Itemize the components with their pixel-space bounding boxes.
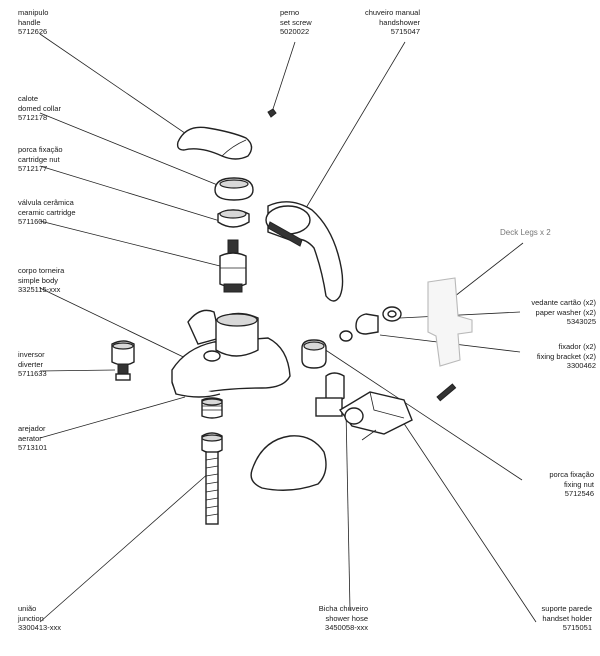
label-handset-holder-code: 5715051 [562, 623, 592, 632]
label-fixing-nut-pt: porca fixação [549, 470, 594, 479]
label-paper-washer: vedante cartão (x2) paper washer (x2) 53… [531, 298, 596, 327]
leader-paper-washer [399, 311, 521, 319]
leader-junction [39, 471, 211, 623]
leader-fixing-nut [317, 344, 523, 481]
label-fixing-bracket: fixador (x2) fixing bracket (x2) 3300462 [537, 342, 596, 371]
label-domed-collar: calote domed collar 5712178 [18, 94, 61, 123]
label-domed-collar-pt: calote [18, 94, 39, 103]
label-fixing-nut: porca fixação fixing nut 5712546 [549, 470, 594, 499]
label-handshower-code: 5715047 [390, 27, 420, 36]
label-handset-holder-pt: suporte parede [541, 604, 592, 613]
fixing-nut-part [301, 339, 327, 369]
leader-shower-hose [345, 409, 351, 611]
label-cartridge-nut-en: cartridge nut [18, 154, 60, 164]
label-handle-en: handle [18, 17, 41, 27]
label-junction: união junction 3300413-xxx [18, 604, 61, 633]
label-shower-hose-en: shower hose [325, 613, 368, 623]
label-simple-body: corpo torneira simple body 3325115-xxx [18, 266, 64, 295]
label-diverter: inversor diverter 5711633 [18, 350, 47, 379]
leader-handset-holder [394, 409, 537, 623]
handshower-part [265, 201, 344, 302]
cartridge-nut-part [217, 209, 250, 228]
leader-deck-legs [449, 242, 524, 301]
paper-washer-part [382, 306, 402, 322]
label-shower-hose-code: 3450058-xxx [325, 623, 368, 632]
handle-part [176, 126, 253, 160]
label-handset-holder-en: handset holder [542, 613, 592, 623]
junction-part [201, 432, 223, 525]
leader-handshower [299, 41, 406, 219]
label-cartridge-nut-pt: porca fixação [18, 145, 63, 154]
label-handle-pt: manipulo [18, 8, 49, 17]
label-shower-hose-pt: Bicha chuveiro [318, 604, 368, 613]
label-set-screw-code: 5020022 [280, 27, 310, 36]
label-ceramic-cartridge-pt: válvula cerâmica [18, 198, 74, 207]
label-fixing-nut-code: 5712546 [564, 489, 594, 498]
label-fixing-bracket-code: 3300462 [566, 361, 596, 370]
label-aerator-code: 5713101 [18, 443, 48, 452]
label-cartridge-nut: porca fixação cartridge nut 5712177 [18, 145, 63, 174]
diverter-part [111, 340, 135, 381]
label-domed-collar-en: domed collar [18, 103, 61, 113]
label-fixing-bracket-pt: fixador (x2) [558, 342, 596, 351]
label-ceramic-cartridge-code: 5711600 [18, 217, 47, 226]
label-paper-washer-en: paper washer (x2) [535, 307, 596, 317]
handset-holder-part [338, 383, 457, 441]
leader-aerator [39, 396, 186, 439]
shower-hose-part [315, 372, 345, 417]
aerator-part [201, 397, 223, 419]
label-junction-pt: união [18, 604, 37, 613]
label-ceramic-cartridge-en: ceramic cartridge [18, 207, 76, 217]
leader-cartridge-nut [39, 165, 221, 222]
label-junction-code: 3300413-xxx [18, 623, 61, 632]
fixing-bracket-part [339, 313, 379, 342]
label-diverter-code: 5711633 [18, 369, 47, 378]
label-handset-holder: suporte parede handset holder 5715051 [542, 604, 592, 633]
label-fixing-nut-en: fixing nut [563, 479, 594, 489]
ceramic-cartridge-part [219, 239, 247, 293]
label-handshower-pt: chuveiro manual [364, 8, 420, 17]
set-screw-part [267, 108, 277, 118]
label-cartridge-nut-code: 5712177 [18, 164, 48, 173]
label-fixing-bracket-en: fixing bracket (x2) [536, 351, 596, 361]
label-domed-collar-code: 5712178 [18, 113, 48, 122]
label-handle-code: 5712626 [18, 27, 48, 36]
leader-domed-collar [39, 112, 226, 189]
deck-legs-part [427, 277, 473, 367]
leader-diverter [39, 369, 116, 372]
label-set-screw: perno set screw 5020022 [280, 8, 312, 37]
label-deck-legs: Deck Legs x 2 [500, 228, 551, 237]
leader-set-screw [271, 41, 296, 113]
label-diverter-en: diverter [18, 359, 44, 369]
label-set-screw-pt: perno [280, 8, 300, 17]
label-paper-washer-code: 5343025 [566, 317, 596, 326]
label-simple-body-code: 3325115-xxx [18, 285, 61, 294]
label-shower-hose: Bicha chuveiro shower hose 3450058-xxx [319, 604, 368, 633]
label-simple-body-pt: corpo torneira [18, 266, 65, 275]
label-aerator: arejador aerator 5713101 [18, 424, 47, 453]
label-aerator-pt: arejador [18, 424, 46, 433]
label-handshower: chuveiro manual handshower 5715047 [365, 8, 420, 37]
leader-ceramic-cartridge [39, 220, 221, 267]
leader-handle [39, 33, 196, 141]
label-handshower-en: handshower [379, 17, 420, 27]
label-paper-washer-pt: vedante cartão (x2) [531, 298, 596, 307]
label-junction-en: junction [18, 613, 44, 623]
leader-simple-body [39, 287, 201, 366]
label-diverter-pt: inversor [18, 350, 45, 359]
label-ceramic-cartridge: válvula cerâmica ceramic cartridge 57116… [18, 198, 76, 227]
label-set-screw-en: set screw [280, 17, 312, 27]
deck-cover-part [250, 435, 327, 491]
label-handle: manipulo handle 5712626 [18, 8, 48, 37]
domed-collar-part [214, 177, 254, 201]
label-aerator-en: aerator [18, 433, 42, 443]
label-simple-body-en: simple body [18, 275, 59, 285]
simple-body-part [171, 309, 291, 398]
